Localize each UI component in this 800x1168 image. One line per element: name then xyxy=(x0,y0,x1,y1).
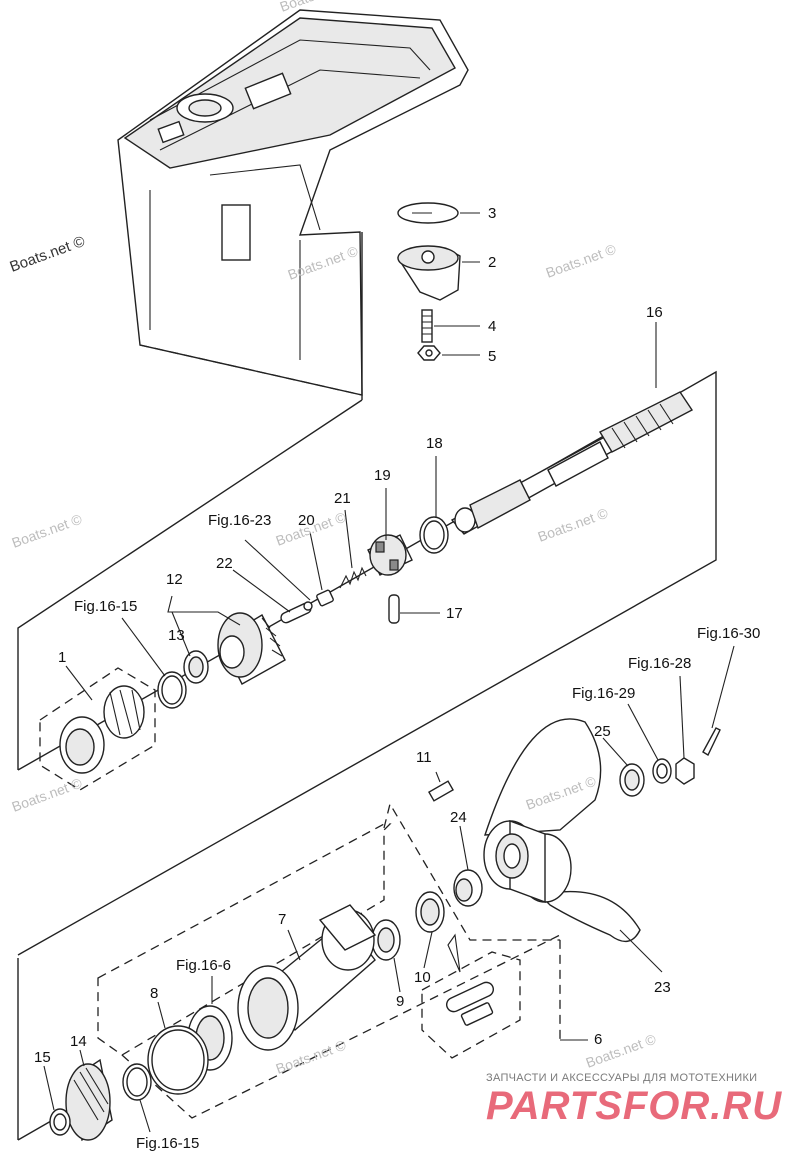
lower-unit-housing xyxy=(117,9,469,396)
fig-16-30: Fig.16-30 xyxy=(697,625,760,642)
part-4-stud xyxy=(421,309,433,343)
part-11-bolt xyxy=(428,771,454,802)
label-11: 11 xyxy=(416,749,432,766)
label-4: 4 xyxy=(488,318,496,335)
part-14-reverse-gear xyxy=(65,1049,113,1142)
label-10: 10 xyxy=(414,969,431,986)
upper-leader-lines xyxy=(65,322,657,701)
label-13: 13 xyxy=(168,627,185,644)
part-21-spring xyxy=(339,566,367,589)
label-23: 23 xyxy=(654,979,671,996)
label-22: 22 xyxy=(216,555,233,572)
watermark-5: Boats.net © xyxy=(536,504,611,544)
label-7: 7 xyxy=(278,911,286,928)
right-leader-lines xyxy=(602,645,735,767)
watermark-1: Boats.net © xyxy=(8,233,88,276)
fig-16-23: Fig.16-23 xyxy=(208,512,271,529)
label-14: 14 xyxy=(70,1033,87,1050)
label-18: 18 xyxy=(426,435,443,452)
tool-inset xyxy=(421,951,521,1059)
fig-16-15-top: Fig.16-15 xyxy=(74,598,137,615)
label-19: 19 xyxy=(374,467,391,484)
fig-16-6: Fig.16-6 xyxy=(176,957,231,974)
part-7-gear-carrier xyxy=(237,904,377,1051)
anode-cap-group xyxy=(397,202,480,361)
label-15: 15 xyxy=(34,1049,51,1066)
label-21: 21 xyxy=(334,490,351,507)
label-24: 24 xyxy=(450,809,467,826)
part-labels: 3 2 4 5 16 18 19 21 20 Fig.16-23 22 12 F… xyxy=(34,205,760,1152)
label-20: 20 xyxy=(298,512,315,529)
label-3: 3 xyxy=(488,205,496,222)
part-20-slider xyxy=(316,589,334,607)
shaft-assembly-frame xyxy=(17,232,717,956)
label-16: 16 xyxy=(646,304,663,321)
part-12-forward-gear xyxy=(217,612,286,685)
label-8: 8 xyxy=(150,985,158,1002)
label-25: 25 xyxy=(594,723,611,740)
watermark-6: Boats.net © xyxy=(10,510,85,550)
label-2: 2 xyxy=(488,254,496,271)
part-16-propeller-shaft xyxy=(450,391,694,535)
part-17-cross-pin xyxy=(388,594,400,624)
label-1: 1 xyxy=(58,649,66,666)
label-6: 6 xyxy=(594,1031,602,1048)
part-23-propeller xyxy=(483,718,663,973)
label-5: 5 xyxy=(488,348,496,365)
part-19-clutch xyxy=(367,534,413,576)
label-12: 12 xyxy=(166,571,183,588)
label-17: 17 xyxy=(446,605,463,622)
banner-logo: PARTSFOR.RU xyxy=(486,1084,783,1128)
fig-16-28: Fig.16-28 xyxy=(628,655,691,672)
partsfor-banner: ЗАПЧАСТИ И АКСЕССУАРЫ ДЛЯ МОТОТЕХНИКИ PA… xyxy=(486,1072,786,1158)
fig-16-29: Fig.16-29 xyxy=(572,685,635,702)
watermark-8: Boats.net © xyxy=(10,774,85,814)
fig-16-15-bottom: Fig.16-15 xyxy=(136,1135,199,1152)
banner-subtitle: ЗАПЧАСТИ И АКСЕССУАРЫ ДЛЯ МОТОТЕХНИКИ xyxy=(486,1072,758,1084)
carrier-dashed-box xyxy=(97,823,561,1119)
cotter-pin-fig16-30 xyxy=(702,727,721,756)
watermark-4: Boats.net © xyxy=(544,240,619,280)
label-9: 9 xyxy=(396,993,404,1010)
part-1-taper-bearing xyxy=(39,667,156,791)
nut-fig16-28 xyxy=(675,757,695,785)
